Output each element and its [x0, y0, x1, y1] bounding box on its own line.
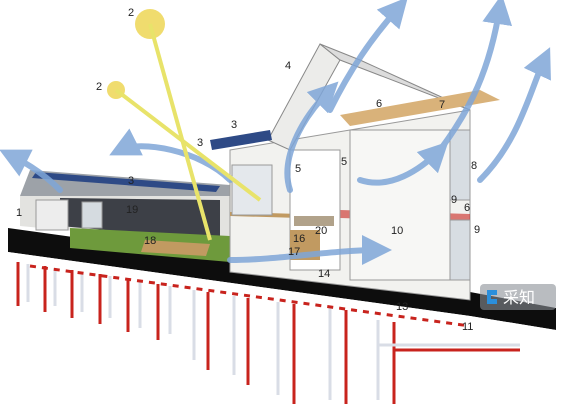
callout-13: 13	[396, 301, 408, 313]
garage-door	[35, 199, 69, 231]
callout-17: 17	[288, 246, 300, 258]
callout-4: 4	[285, 60, 291, 72]
sun-high	[135, 9, 212, 241]
callout-19: 19	[126, 204, 138, 216]
air-flow-arrows	[0, 0, 551, 266]
right-window-lower	[449, 219, 471, 281]
callout-8: 8	[471, 160, 477, 172]
watermark-logo: 采知	[480, 284, 556, 310]
callout-6-top: 6	[376, 98, 382, 110]
callout-9-outer: 9	[474, 224, 480, 236]
right-window-upper	[449, 129, 471, 201]
callout-1: 1	[16, 207, 22, 219]
roof-solar-strip	[210, 130, 272, 150]
callout-14: 14	[318, 268, 330, 280]
callout-5-right: 5	[341, 156, 347, 168]
callout-3-top: 3	[231, 119, 237, 131]
earth-section	[8, 252, 556, 409]
callout-3-left: 3	[128, 175, 134, 187]
callout-2-low: 2	[96, 81, 102, 93]
callout-7: 7	[439, 99, 445, 111]
callout-labels: 1 2 2 3 3 3 4 5 5 6 6 7 8 9 9 10 11 13 1…	[16, 7, 480, 333]
left-window	[81, 201, 103, 229]
callout-2-high: 2	[128, 7, 134, 19]
callout-3-mid: 3	[197, 137, 203, 149]
callout-18: 18	[144, 235, 156, 247]
callout-9-inner: 9	[451, 194, 457, 206]
callout-20: 20	[315, 225, 327, 237]
callout-5-left: 5	[295, 163, 301, 175]
sun-low	[107, 81, 262, 202]
watermark-text: 采知	[503, 288, 535, 307]
callout-16: 16	[293, 233, 305, 245]
left-solar-panels	[32, 172, 220, 192]
kitchen-counter	[294, 216, 334, 226]
geothermal-pipes	[16, 260, 520, 404]
callout-11: 11	[462, 321, 473, 333]
upper-wood-deck	[340, 90, 500, 126]
callout-6-side: 6	[464, 202, 470, 214]
callout-10: 10	[391, 225, 403, 237]
living-room-window	[231, 164, 273, 216]
wood-deck	[141, 240, 210, 256]
